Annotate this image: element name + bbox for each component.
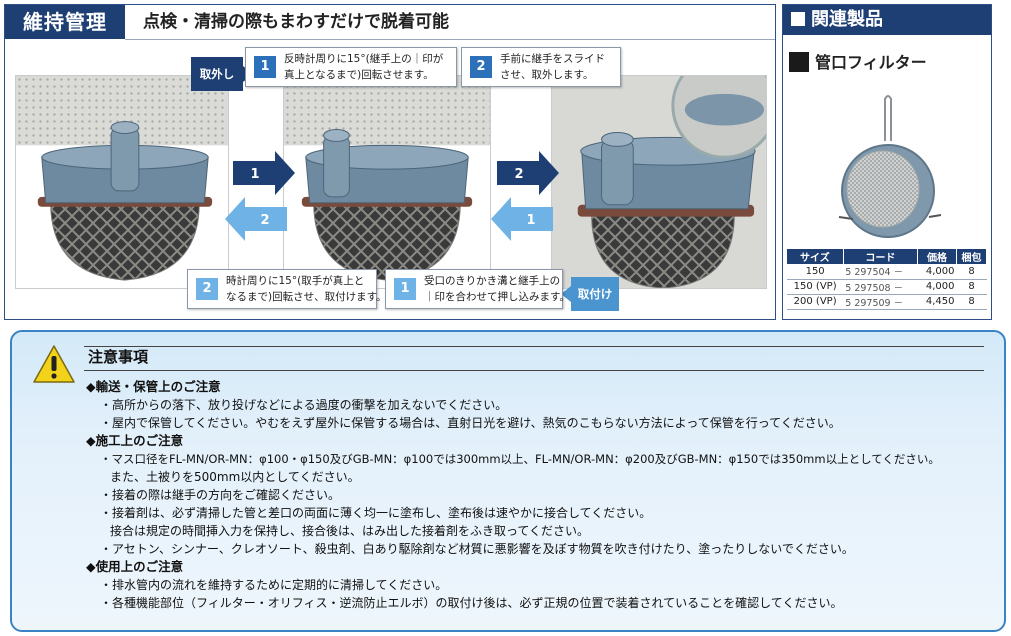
caution-divider-top <box>84 346 984 347</box>
callout-text: 受口のきりかき溝と継手上の <box>424 275 561 287</box>
section-heading-transport: ◆輸送・保管上のご注意 <box>86 379 221 394</box>
procedure-photos: 1 2 2 1 <box>15 47 767 317</box>
section-heading-construction: ◆施工上のご注意 <box>86 433 184 448</box>
arrow-remove-step-1: 1 <box>233 151 295 195</box>
pipe-filter-image <box>838 95 942 238</box>
attach-tag: 取付け <box>561 277 619 311</box>
callout-text: 手前に継手をスライド <box>500 53 605 65</box>
table-header-row: サイズ コード 価格 梱包 <box>787 249 987 264</box>
step-number: 2 <box>196 278 218 300</box>
pack-cell: 8 <box>956 294 987 310</box>
callout-text: なるまで)回転させ、取付けます。 <box>226 291 387 303</box>
caution-item: ・接着の際は継手の方向をご確認ください。 <box>100 488 341 502</box>
size-cell: 150 <box>787 264 844 280</box>
photo-step-0 <box>15 75 229 289</box>
photo-step-2 <box>551 75 767 289</box>
table-row: 200 (VP) 5 297509 － 4,450 8 <box>787 294 987 310</box>
step-number: 1 <box>254 56 276 78</box>
remove-tag: 取外し <box>191 57 253 91</box>
price-cell: 4,450 <box>917 294 957 310</box>
column-header: サイズ <box>787 249 844 264</box>
caution-item: ・高所からの落下、放り投げなどによる過度の衝撃を加えないでください。 <box>100 398 508 412</box>
callout-text: ｜印を合わせて押し込みます。 <box>424 291 570 303</box>
product-heading: 管口フィルター <box>783 49 991 77</box>
arrow-attach-step-1: 1 <box>491 197 553 241</box>
pack-cell: 8 <box>956 264 987 280</box>
maintenance-panel: 維持管理 点検・清掃の際もまわすだけで脱着可能 <box>4 4 776 320</box>
callout-text: させ、取外します。 <box>500 69 594 81</box>
caution-box: 注意事項 ◆輸送・保管上のご注意 ・高所からの落下、放り投げなどによる過度の衝撃… <box>10 330 1006 632</box>
price-cell: 4,000 <box>917 264 957 280</box>
arrow-label: 1 <box>250 167 259 182</box>
caution-item: ・接着剤は、必ず清掃した管と差口の両面に薄く均一に塗布し、塗布後は速やかに接合し… <box>100 506 652 520</box>
callout-text: 時計周りに15°(取手が真上と <box>226 275 365 287</box>
price-cell: 4,000 <box>917 279 957 295</box>
code-cell: 5 297504 － <box>843 264 918 280</box>
caution-item: ・各種機能部位（フィルター・オリフィス・逆流防止エルボ）の取付け後は、必ず正規の… <box>100 596 843 610</box>
column-header: 梱包 <box>956 249 987 264</box>
maintenance-title: 維持管理 <box>5 5 125 39</box>
related-header: 関連製品 <box>783 5 991 35</box>
size-cell: 150 (VP) <box>787 279 844 295</box>
caution-item: ・屋内で保管してください。やむをえず屋外に保管する場合は、直射日光を避け、熱気の… <box>100 416 841 430</box>
table-row: 150 5 297504 － 4,000 8 <box>787 264 987 280</box>
table-row: 150 (VP) 5 297508 － 4,000 8 <box>787 279 987 295</box>
size-cell: 200 (VP) <box>787 294 844 310</box>
arrow-label: 2 <box>260 213 269 228</box>
square-icon <box>789 52 809 72</box>
filter-slid-out-illustration <box>552 76 766 288</box>
caution-item: ・排水管内の流れを維持するために定期的に清掃してください。 <box>100 578 448 592</box>
section-heading-usage: ◆使用上のご注意 <box>86 559 184 574</box>
code-cell: 5 297509 － <box>843 294 918 310</box>
step-number: 1 <box>394 278 416 300</box>
callout-text: 真上となるまで)回転させます。 <box>284 69 434 81</box>
filter-rotated-illustration <box>284 129 490 288</box>
callout-remove-step-2: 2 手前に継手をスライドさせ、取外します。 <box>461 47 621 87</box>
column-header: コード <box>843 249 918 264</box>
concrete-texture <box>284 76 490 146</box>
filter-attached-illustration <box>16 121 228 288</box>
product-name: 管口フィルター <box>815 53 927 72</box>
caution-title: 注意事項 <box>88 348 149 366</box>
step-number: 2 <box>470 56 492 78</box>
callout-remove-step-1: 1 反時計周りに15°(継手上の｜印が真上となるまで)回転させます。 <box>245 47 457 87</box>
caution-item: ・アセトン、シンナー、クレオソート、殺虫剤、白あり駆除剤など材質に悪影響を及ぼす… <box>100 542 854 556</box>
column-header: 価格 <box>917 249 958 264</box>
caution-divider <box>84 370 984 371</box>
square-icon <box>791 12 805 26</box>
pack-cell: 8 <box>956 279 987 295</box>
code-cell: 5 297508 － <box>843 279 918 295</box>
callout-text: 反時計周りに15°(継手上の｜印が <box>284 53 444 65</box>
product-table: サイズ コード 価格 梱包 150 5 297504 － 4,000 8 150… <box>787 249 987 310</box>
callout-attach-step-1: 1 受口のきりかき溝と継手上の ｜印を合わせて押し込みます。 <box>385 269 570 309</box>
maintenance-subtitle: 点検・清掃の際もまわすだけで脱着可能 <box>143 12 449 32</box>
title-divider <box>125 39 775 40</box>
caution-item: ・マス口径をFL-MN/OR-MN：φ100・φ150及びGB-MN：φ100で… <box>100 452 940 466</box>
related-products-panel: 関連製品 管口フィルター サイズ コード 価格 梱包 150 5 29750 <box>782 4 992 320</box>
arrow-label: 1 <box>526 213 535 228</box>
caution-body: ◆輸送・保管上のご注意 ・高所からの落下、放り投げなどによる過度の衝撃を加えない… <box>86 378 990 612</box>
warning-triangle-icon <box>33 345 75 383</box>
callout-attach-step-2: 2 時計周りに15°(取手が真上となるまで)回転させ、取付けます。 <box>187 269 387 309</box>
arrow-attach-step-2: 2 <box>225 197 287 241</box>
related-title: 関連製品 <box>811 9 883 30</box>
caution-item: また、土被りを500mm以内としてください。 <box>110 470 360 484</box>
arrow-label: 2 <box>514 167 523 182</box>
caution-item: 接合は規定の時間挿入力を保持し、接合後は、はみ出した接着剤をふき取ってください。 <box>110 524 590 538</box>
photo-step-1 <box>283 75 491 289</box>
arrow-remove-step-2: 2 <box>497 151 559 195</box>
